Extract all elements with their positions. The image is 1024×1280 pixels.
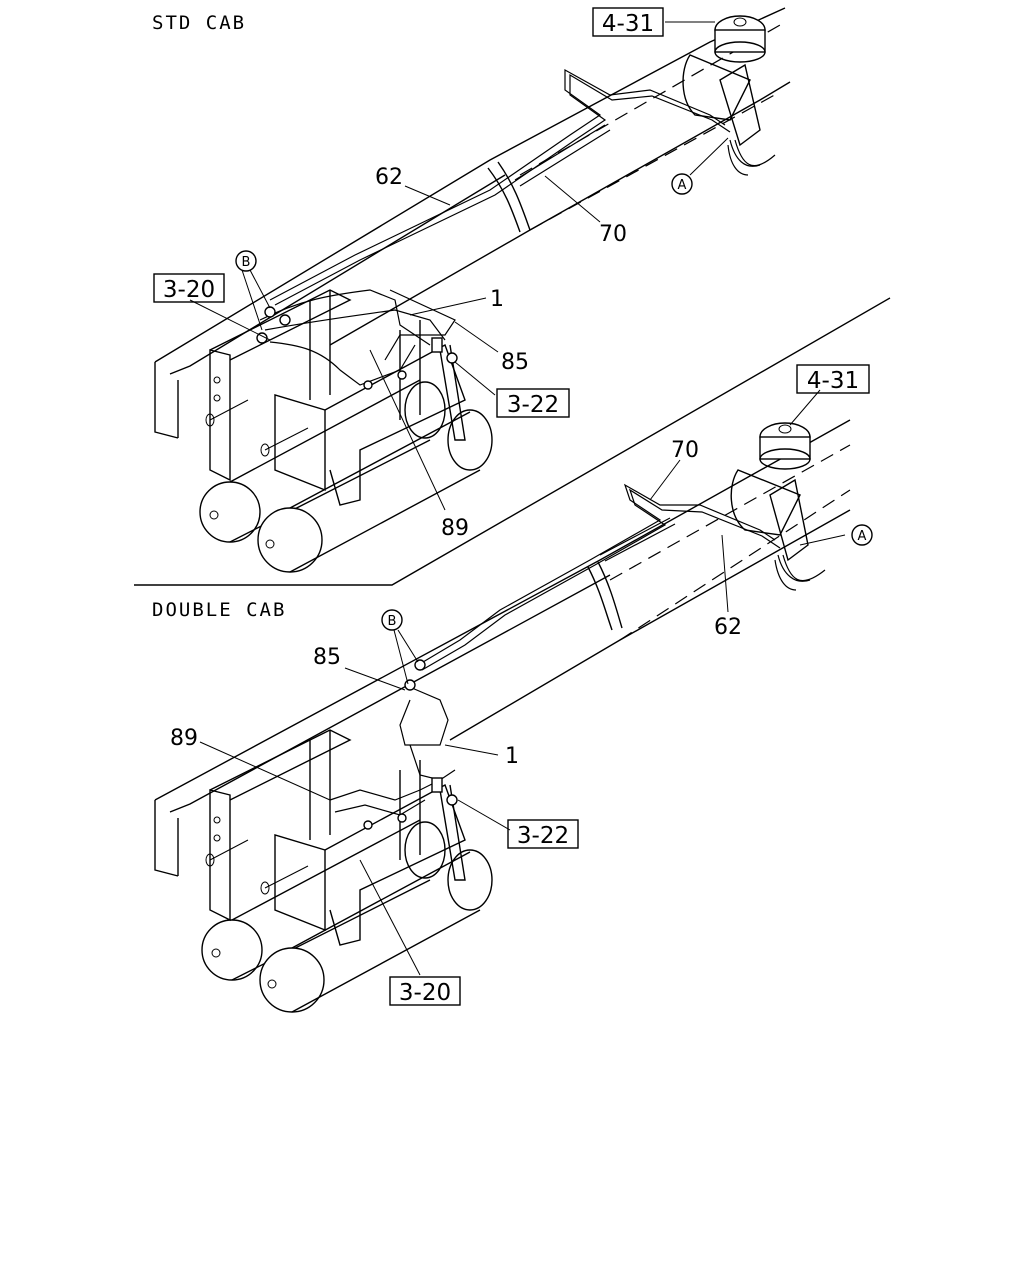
std-leader-lines (189, 21, 729, 511)
std-ref-box-3-20[interactable] (153, 273, 225, 303)
dbl-ref-box-3-20[interactable] (389, 976, 461, 1006)
dbl-air-tanks (201, 819, 493, 1013)
dbl-part-89: 89 (170, 726, 198, 751)
std-marker-b: B (242, 255, 251, 270)
std-part-62: 62 (375, 165, 403, 190)
std-air-tanks (199, 379, 493, 573)
std-marker-a-circle (671, 173, 693, 195)
dbl-ref-3-20[interactable]: 3-20 (399, 980, 451, 1006)
std-relay-valve (682, 15, 776, 176)
dbl-marker-a-circle (851, 524, 873, 546)
std-brake-pipes (256, 68, 731, 390)
std-part-70: 70 (599, 222, 627, 247)
std-marker-a: A (678, 178, 687, 193)
std-ref-box-3-22[interactable] (496, 388, 570, 418)
std-part-89: 89 (441, 516, 469, 541)
dbl-part-85: 85 (313, 645, 341, 670)
dbl-relay-valve (730, 422, 826, 591)
std-callouts: 4-31 3-20 3-22 62 70 1 85 89 A B (153, 7, 693, 541)
section-divider-line (134, 297, 891, 586)
std-tank-brackets (205, 289, 466, 506)
std-marker-b-circle (235, 250, 257, 272)
dbl-callouts: 4-31 3-22 3-20 70 62 85 89 1 A B (170, 364, 873, 1006)
dbl-marker-a: A (858, 529, 867, 544)
dbl-ref-box-3-22[interactable] (507, 819, 579, 849)
double-cab-view: 4-31 3-22 3-20 70 62 85 89 1 A B (154, 364, 873, 1013)
dbl-tank-brackets (205, 729, 466, 946)
dbl-frame-rail (154, 419, 851, 877)
dbl-part-1: 1 (505, 744, 519, 769)
dbl-leader-lines (199, 389, 846, 976)
std-part-1: 1 (490, 287, 504, 312)
dbl-ref-box-4-31[interactable] (796, 364, 870, 394)
std-part-85: 85 (501, 350, 529, 375)
std-ref-box-4-31[interactable] (592, 7, 664, 37)
std-ref-3-20[interactable]: 3-20 (163, 277, 215, 303)
std-cab-view: 4-31 3-20 3-22 62 70 1 85 89 A B (153, 7, 791, 573)
dbl-brake-pipes (329, 483, 781, 830)
dbl-ref-4-31[interactable]: 4-31 (807, 368, 859, 394)
dbl-marker-b-circle (381, 609, 403, 631)
section-title-std-cab: STD CAB (152, 12, 247, 34)
std-frame-rail (154, 7, 791, 439)
dbl-part-62: 62 (714, 615, 742, 640)
dbl-marker-b: B (388, 614, 397, 629)
dbl-part-70: 70 (671, 438, 699, 463)
dbl-ref-3-22[interactable]: 3-22 (517, 823, 569, 849)
section-title-double-cab: DOUBLE CAB (152, 599, 287, 621)
std-ref-3-22[interactable]: 3-22 (507, 392, 559, 418)
std-ref-4-31[interactable]: 4-31 (602, 11, 654, 37)
